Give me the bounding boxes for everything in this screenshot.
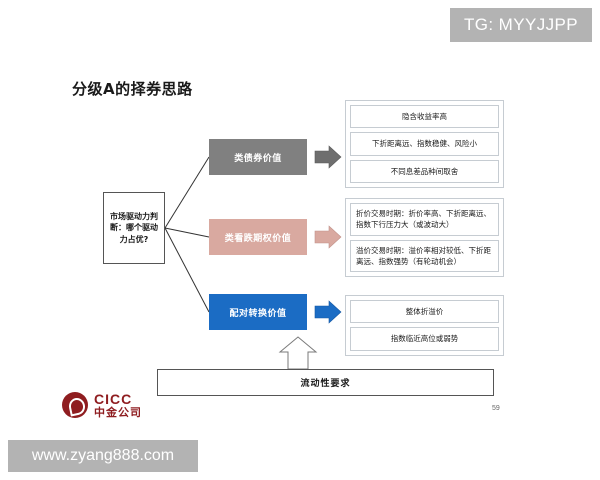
category-box-put[interactable]: 类看跌期权价值 — [209, 219, 307, 255]
category-label-pair: 配对转换价值 — [229, 308, 287, 319]
connector-to-bond — [164, 156, 210, 229]
detail-panel-bond: 隐含收益率高 下折距离远、指数稳健、风险小 不同息差品种间取舍 — [345, 100, 504, 188]
category-box-bond[interactable]: 类债券价值 — [209, 139, 307, 175]
panel-item: 隐含收益率高 — [350, 105, 499, 129]
market-driver-label: 市场驱动力判断：哪个驱动力占优? — [110, 211, 158, 244]
panel-item: 下折距离远、指数稳健、风险小 — [350, 132, 499, 156]
panel-item: 不同息差品种间取舍 — [350, 159, 499, 183]
cicc-logo-mark-icon — [62, 392, 88, 419]
connector-to-pair — [164, 227, 210, 313]
liquidity-requirement-label: 流动性要求 — [300, 379, 351, 389]
cicc-logo-cn: 中金公司 — [94, 405, 142, 419]
panel-item: 指数临近高位或弱势 — [350, 327, 499, 351]
arrow-put-icon — [314, 225, 342, 249]
arrow-up-icon — [278, 336, 318, 370]
site-watermark-text: www.zyang888.com — [31, 447, 175, 464]
liquidity-requirement-box: 流动性要求 — [157, 369, 494, 396]
site-watermark-banner: www.zyang888.com — [8, 440, 198, 472]
page-number: 59 — [492, 405, 500, 412]
tg-watermark-text: TG: MYYJJPP — [464, 15, 578, 34]
cicc-logo-text: CICC 中金公司 — [94, 392, 142, 418]
cicc-logo: CICC 中金公司 — [62, 392, 142, 419]
detail-panel-put: 折价交易时期：折价率高、下折距离远、指数下行压力大（或波动大） 溢价交易时期：溢… — [345, 198, 504, 277]
category-label-bond: 类债券价值 — [234, 153, 282, 164]
page-title: 分级A的择券思路 — [72, 80, 193, 98]
panel-item: 折价交易时期：折价率高、下折距离远、指数下行压力大（或波动大） — [350, 203, 499, 236]
arrow-pair-icon — [314, 300, 342, 324]
panel-item: 溢价交易时期：溢价率相对较低、下折距离远、指数强势（有轮动机会） — [350, 239, 499, 272]
category-label-put: 类看跌期权价值 — [224, 233, 292, 244]
cicc-logo-en: CICC — [94, 391, 133, 407]
detail-panel-pair: 整体折溢价 指数临近高位或弱势 — [345, 295, 504, 356]
panel-item: 整体折溢价 — [350, 300, 499, 324]
arrow-bond-icon — [314, 145, 342, 169]
tg-watermark-banner: TG: MYYJJPP — [450, 8, 592, 42]
market-driver-box: 市场驱动力判断：哪个驱动力占优? — [103, 192, 165, 264]
connector-to-put — [164, 227, 210, 238]
category-box-pair[interactable]: 配对转换价值 — [209, 294, 307, 330]
